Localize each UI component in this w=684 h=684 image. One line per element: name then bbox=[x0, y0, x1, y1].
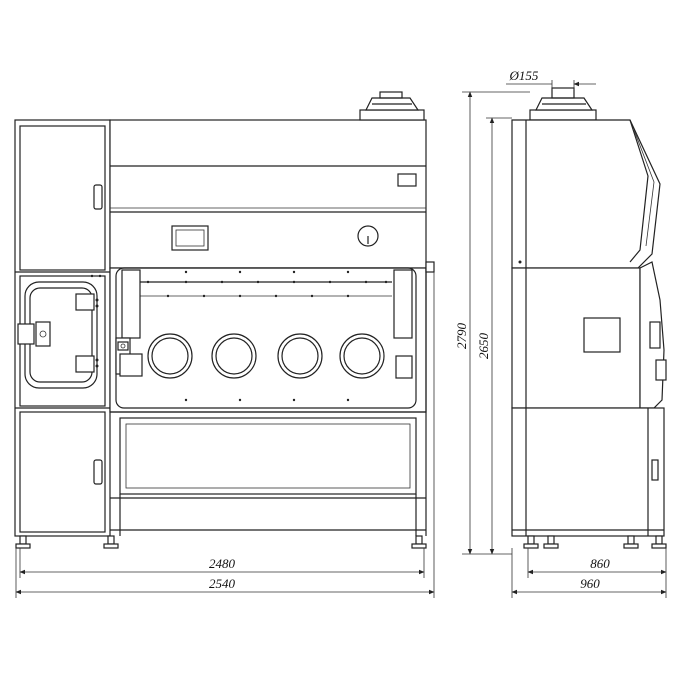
glove-port-2 bbox=[211, 333, 257, 379]
front-view bbox=[14, 91, 435, 549]
control-screen bbox=[171, 225, 209, 251]
main-body-top bbox=[109, 119, 427, 269]
lower-shelf-panel bbox=[119, 417, 417, 495]
side-chamber bbox=[511, 267, 641, 409]
chamber-left-panel bbox=[121, 269, 141, 339]
side-window bbox=[583, 317, 621, 353]
pass-box-hinge-top bbox=[75, 293, 95, 311]
indicator-window bbox=[397, 173, 417, 187]
duct-dimension: Ø155 bbox=[506, 68, 596, 90]
glove-port-1 bbox=[147, 333, 193, 379]
dim-860: 860 bbox=[590, 556, 610, 571]
left-upper-handle bbox=[93, 184, 103, 210]
dim-155-diameter: Ø155 bbox=[509, 68, 539, 83]
dim-2480: 2480 bbox=[209, 556, 236, 571]
pass-box-hinge-bottom bbox=[75, 355, 95, 373]
side-feet bbox=[523, 535, 667, 549]
chamber-right-panel bbox=[393, 269, 413, 339]
side-dimensions: 860 960 bbox=[511, 548, 667, 598]
side-lower-frame bbox=[511, 407, 665, 537]
pass-box-latch bbox=[17, 323, 35, 345]
height-dimensions: 2790 2650 bbox=[454, 91, 530, 555]
glove-ports bbox=[147, 333, 385, 379]
left-lower-handle bbox=[93, 459, 103, 485]
pressure-gauge bbox=[357, 225, 379, 247]
glove-chamber bbox=[109, 267, 427, 413]
dim-2540: 2540 bbox=[209, 576, 236, 591]
front-dimensions: 2480 2540 bbox=[15, 272, 435, 598]
left-upper-door bbox=[19, 125, 106, 271]
glove-port-3 bbox=[277, 333, 323, 379]
front-feet bbox=[15, 535, 427, 549]
dim-960: 960 bbox=[580, 576, 600, 591]
side-upper-body bbox=[511, 119, 661, 269]
dim-2650: 2650 bbox=[476, 333, 491, 360]
side-view bbox=[511, 87, 667, 549]
chamber-bolts bbox=[146, 270, 388, 402]
dim-2790: 2790 bbox=[454, 323, 469, 350]
exhaust-fan-base bbox=[359, 109, 425, 121]
left-lower-door bbox=[19, 411, 106, 533]
glove-port-4 bbox=[339, 333, 385, 379]
